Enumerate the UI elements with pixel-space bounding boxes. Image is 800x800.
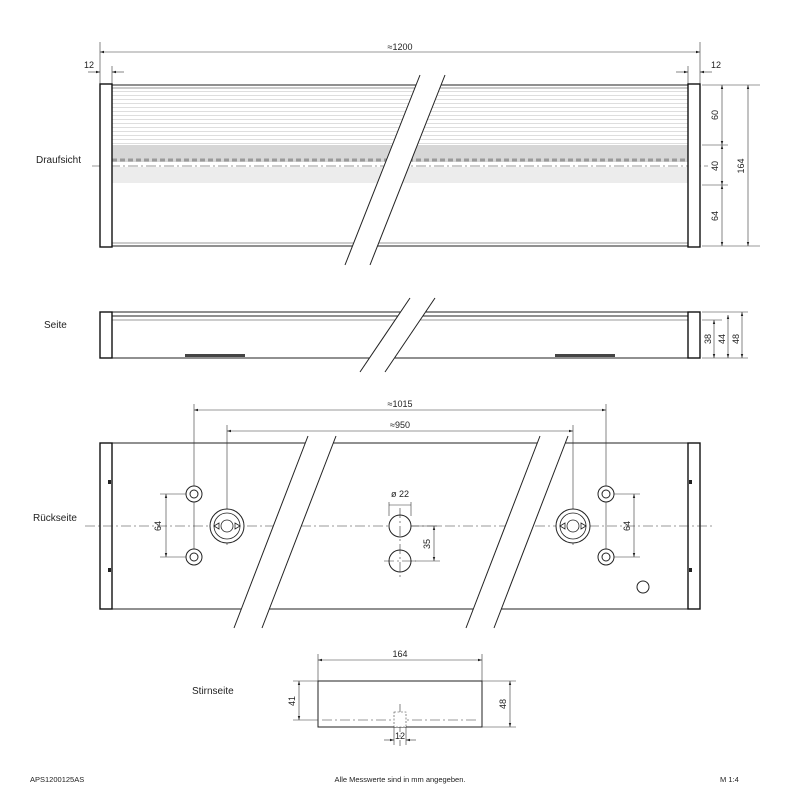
cap-right-label: 12 <box>711 60 721 70</box>
top-upper-label: 60 <box>710 110 720 120</box>
screw-spacing-right-label: 64 <box>622 521 632 531</box>
top-view-label: Draufsicht <box>36 155 81 166</box>
units-note: Alle Messwerte sind in mm angegeben. <box>335 775 466 784</box>
side-total-label: 48 <box>731 334 741 344</box>
cap-left-label: 12 <box>84 60 94 70</box>
side-end-cap-left <box>99 311 113 359</box>
scale-label: M 1:4 <box>720 775 739 784</box>
end-view: Stirnseite 164 41 48 12 <box>192 649 516 746</box>
overall-length-label: ≈1200 <box>388 42 413 52</box>
end-height-right-label: 48 <box>498 699 508 709</box>
top-middle-label: 40 <box>710 161 720 171</box>
keyhole-right <box>555 508 591 544</box>
side-view: Seite 38 44 48 <box>44 297 748 373</box>
back-view: Rückseite ≈1015 ≈950 64 <box>33 399 715 629</box>
hole-spacing-label: 35 <box>422 539 432 549</box>
side-inner-label: 38 <box>703 334 713 344</box>
hole-diameter-label: ø 22 <box>391 489 409 499</box>
keyhole-left <box>209 508 245 544</box>
top-end-cap-right <box>687 83 701 248</box>
side-view-label: Seite <box>44 320 67 331</box>
end-view-label: Stirnseite <box>192 686 234 697</box>
screw-spacing-left-label: 64 <box>153 521 163 531</box>
side-end-cap-right <box>687 311 701 359</box>
back-view-label: Rückseite <box>33 513 77 524</box>
outer-spacing-label: ≈1015 <box>388 399 413 409</box>
end-slot-label: 12 <box>395 731 405 741</box>
top-lower-label: 64 <box>710 211 720 221</box>
inner-spacing-label: ≈950 <box>390 420 410 430</box>
side-mid-label: 44 <box>717 334 727 344</box>
top-end-cap-left <box>99 83 113 248</box>
top-total-label: 164 <box>736 158 746 173</box>
footer: APS1200125AS Alle Messwerte sind in mm a… <box>30 775 739 784</box>
cable-entry-hole <box>636 580 650 594</box>
top-view: Draufsicht ≈1200 12 12 <box>36 42 760 266</box>
end-height-left-label: 41 <box>287 696 297 706</box>
article-number: APS1200125AS <box>30 775 84 784</box>
end-width-label: 164 <box>392 649 407 659</box>
